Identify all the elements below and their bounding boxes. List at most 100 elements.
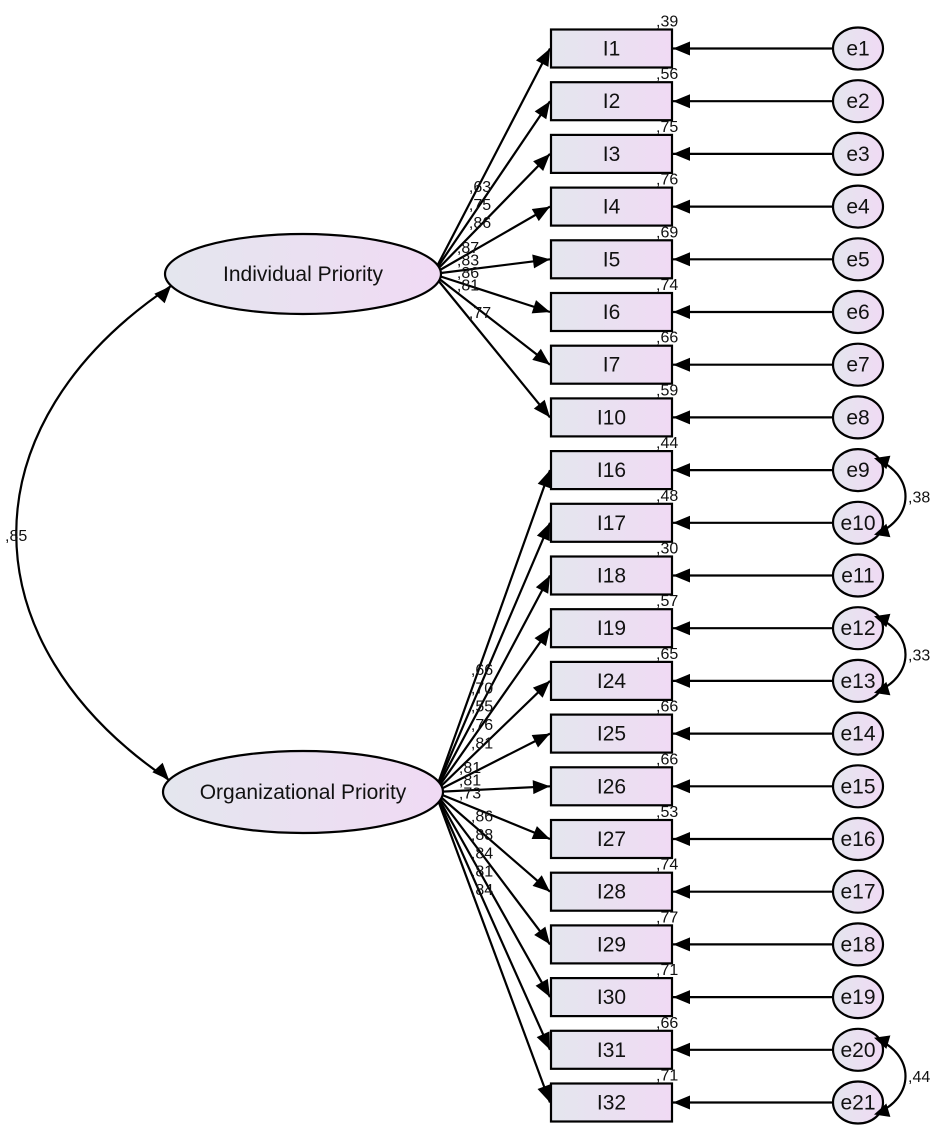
- indicator-box-I25: [549, 713, 674, 754]
- loading-arrowhead-I24: [532, 680, 550, 698]
- indicator-box-I32: [549, 1082, 674, 1123]
- loading-arrowhead-I3: [533, 153, 550, 171]
- loading-value-I2: ,75: [469, 197, 491, 214]
- indicator-label-I28: I28: [597, 881, 626, 904]
- indicator-box-I26: [549, 766, 674, 807]
- error-label-e16: e16: [840, 828, 875, 851]
- r-squared-I6: ,74: [656, 277, 678, 294]
- error-label-e2: e2: [846, 90, 869, 113]
- loading-arrowhead-I29: [534, 926, 550, 945]
- indicator-box-I18: [549, 555, 674, 596]
- latent-organizational-label: Organizational Priority: [200, 781, 407, 804]
- latent-individual-label: Individual Priority: [223, 263, 383, 286]
- loading-arrowhead-I5: [532, 254, 550, 269]
- error-term-e14: [831, 711, 885, 756]
- error-covariance-arrowhead-e9: [874, 455, 891, 470]
- loading-arrowhead-I17: [536, 522, 550, 542]
- loading-value-I26: ,81: [459, 773, 481, 790]
- error-label-e10: e10: [840, 512, 875, 535]
- loading-path-I27: [434, 790, 551, 841]
- error-label-e1: e1: [846, 38, 869, 61]
- loading-value-I29: ,88: [471, 827, 493, 844]
- r-squared-I10: ,59: [656, 382, 678, 399]
- indicator-box-I24: [549, 660, 674, 702]
- indicator-box-I30: [549, 976, 674, 1018]
- indicator-label-I10: I10: [597, 406, 626, 429]
- indicator-label-I6: I6: [603, 301, 621, 324]
- loading-arrowhead-I31: [536, 1031, 550, 1050]
- r-squared-I29: ,77: [656, 909, 678, 926]
- loading-arrowhead-I1: [535, 48, 550, 67]
- loading-path-I31: [433, 791, 552, 1051]
- error-label-e15: e15: [840, 775, 875, 798]
- error-arrowhead-e8: [673, 410, 690, 425]
- indicator-label-I19: I19: [597, 617, 626, 640]
- error-term-e11: [831, 553, 885, 598]
- r-squared-I30: ,71: [656, 962, 678, 979]
- r-squared-I7: ,66: [656, 330, 678, 347]
- loading-arrowhead-I6: [531, 300, 550, 314]
- indicator-box-I6: [549, 291, 674, 333]
- loading-arrowhead-I32: [537, 1084, 551, 1103]
- error-label-e11: e11: [841, 565, 874, 588]
- loading-value-I6: ,86: [457, 265, 479, 282]
- loading-value-I7: ,81: [457, 278, 479, 295]
- indicator-label-I18: I18: [597, 565, 626, 588]
- indicator-label-I3: I3: [603, 143, 621, 166]
- error-covariance-arrowhead-e12: [874, 613, 891, 628]
- error-term-e6: [831, 289, 885, 335]
- error-label-e19: e19: [840, 986, 875, 1009]
- error-label-e6: e6: [846, 301, 869, 324]
- loading-value-I30: ,84: [471, 845, 493, 862]
- r-squared-I3: ,75: [656, 119, 678, 136]
- error-term-e3: [831, 131, 885, 176]
- indicator-label-I31: I31: [597, 1039, 626, 1062]
- error-arrowhead-e12: [673, 621, 690, 636]
- loading-value-I24: ,81: [471, 735, 493, 752]
- error-arrowhead-e20: [673, 1042, 690, 1057]
- indicator-box-I2: [549, 81, 674, 122]
- indicator-label-I17: I17: [597, 512, 626, 535]
- error-arrowhead-e5: [673, 252, 690, 267]
- loading-arrowhead-I27: [531, 826, 550, 840]
- r-squared-I18: ,30: [656, 541, 678, 558]
- error-label-e12: e12: [840, 617, 875, 640]
- error-term-e5: [831, 237, 885, 282]
- error-arrowhead-e10: [673, 515, 690, 530]
- r-squared-I4: ,76: [656, 172, 678, 189]
- loading-value-I18: ,55: [471, 699, 493, 716]
- error-arrowhead-e21: [673, 1095, 690, 1110]
- loading-value-I5: ,83: [457, 252, 479, 269]
- loading-value-I32: ,84: [471, 882, 493, 899]
- error-covariance-value-e20-e21: ,44: [908, 1069, 930, 1086]
- r-squared-I28: ,74: [656, 857, 678, 874]
- error-arrowhead-e6: [673, 305, 690, 319]
- loading-path-I1: [432, 47, 551, 275]
- error-arrowhead-e1: [673, 41, 690, 56]
- loading-arrowhead-I7: [532, 348, 550, 365]
- indicator-box-I31: [549, 1029, 674, 1070]
- factor-correlation-arc: [15, 285, 172, 781]
- latent-organizational-ellipse: [161, 749, 445, 835]
- factor-correlation-value: ,85: [5, 528, 27, 545]
- r-squared-I31: ,66: [656, 1015, 678, 1032]
- loading-path-I29: [434, 791, 551, 946]
- loading-value-I28: ,86: [471, 809, 493, 826]
- error-label-e3: e3: [846, 143, 869, 166]
- r-squared-I26: ,66: [656, 751, 678, 768]
- indicator-label-I16: I16: [597, 459, 626, 482]
- error-term-e20: [831, 1027, 885, 1072]
- error-covariance-arrowhead-e10: [874, 523, 891, 538]
- error-term-e2: [831, 79, 885, 124]
- loading-arrowhead-I28: [532, 875, 550, 892]
- indicator-box-I3: [549, 133, 674, 174]
- indicator-box-I19: [549, 608, 674, 649]
- loading-arrowhead-I26: [532, 780, 550, 795]
- error-label-e4: e4: [846, 196, 870, 219]
- loading-path-I25: [434, 732, 551, 793]
- indicator-label-I24: I24: [597, 670, 627, 693]
- error-arrowhead-e15: [673, 779, 690, 794]
- error-arrowhead-e13: [673, 673, 690, 688]
- error-arrowhead-e11: [673, 568, 690, 583]
